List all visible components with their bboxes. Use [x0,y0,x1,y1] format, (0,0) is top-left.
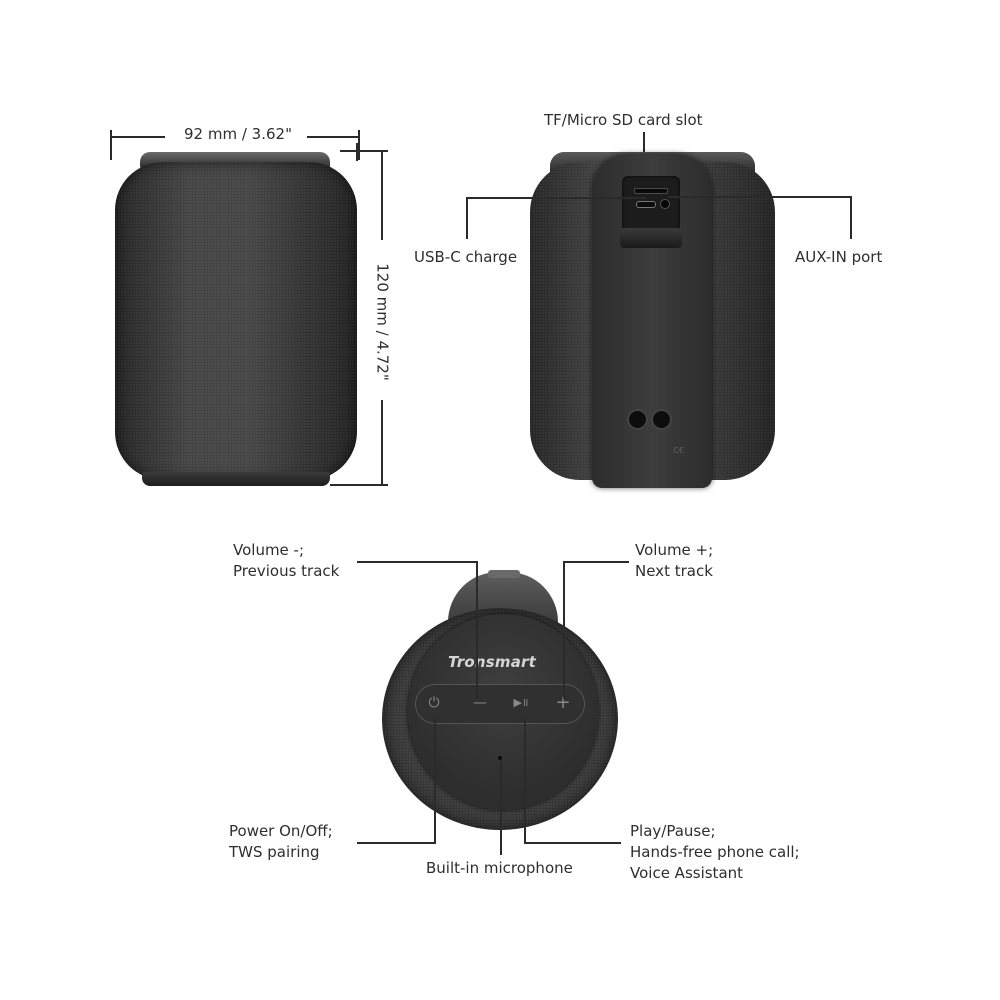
volume-down-button[interactable]: — [468,692,492,714]
power-leader-horizontal [357,842,436,844]
callout-volume-down-line2: Previous track [233,562,340,580]
play-pause-leader-vertical [524,718,526,843]
minus-icon: — [473,695,487,711]
brand-logo: Tronsmart [448,653,537,671]
play-pause-leader-horizontal [524,842,621,844]
power-icon: ⏻ [428,695,440,711]
callout-volume-down-line1: Volume -; [233,541,305,559]
callout-volume-up-line1: Volume +; [635,541,714,559]
aux-in-port-icon [660,199,670,209]
volume-down-leader-vertical [476,561,478,699]
width-dimension-line-right [307,136,359,138]
play-pause-icon: ▶॥ [513,696,529,709]
microphone-hole [498,756,502,760]
callout-play-pause-line2: Hands-free phone call; [630,843,800,861]
callout-power-line2: TWS pairing [229,843,320,861]
power-leader-vertical [434,718,436,843]
height-dimension-label: 120 mm / 4.72" [373,263,392,381]
width-dimension-label: 92 mm / 3.62" [184,125,292,143]
ce-mark-icon: C€ [673,446,684,455]
callout-volume-up-line2: Next track [635,562,713,580]
volume-up-leader-vertical [563,561,565,699]
volume-down-leader-horizontal [357,561,478,563]
volume-up-leader-horizontal [563,561,629,563]
height-dimension-bottom-tick [330,484,388,486]
height-dimension-line-bottom [381,400,383,486]
callout-play-pause-line3: Voice Assistant [630,864,744,882]
callout-microphone: Built-in microphone [426,859,573,877]
play-pause-button[interactable]: ▶॥ [508,692,534,714]
callout-sd-slot: TF/Micro SD card slot [544,111,703,129]
mount-hole-right [653,411,670,428]
port-cover-flap [620,228,682,248]
usb-c-leader-vertical [466,197,468,239]
height-dimension-top-corner [356,143,358,161]
front-view: 92 mm / 3.62" [100,110,400,500]
strap-clip [488,570,520,578]
callout-usb-c: USB-C charge [414,248,518,266]
sd-card-slot-icon [634,188,668,194]
height-dimension-top-tick [340,150,388,152]
mount-hole-left [629,411,646,428]
aux-in-leader-vertical [850,196,852,239]
certification-marks: C€ [610,442,696,460]
back-view: C€ [530,150,775,490]
height-dimension-line-top [381,150,383,240]
width-dimension-line-left [110,136,165,138]
port-cover [620,176,682,248]
speaker-bottom-base [142,472,330,486]
callout-power-line1: Power On/Off; [229,822,333,840]
usb-c-leader-horizontal [466,197,646,199]
volume-up-button[interactable]: + [552,692,574,714]
power-button[interactable]: ⏻ [424,692,444,714]
speaker-front-body [115,162,357,480]
width-dimension-left-tick [110,130,112,160]
callout-play-pause-line1: Play/Pause; [630,822,716,840]
aux-in-leader-horizontal [668,196,852,198]
width-dimension-right-tick [358,130,360,160]
plus-icon: + [555,692,571,713]
microphone-leader-vertical [500,760,502,855]
callout-aux-in: AUX-IN port [795,248,883,266]
usb-c-port-icon [636,201,656,208]
button-strip [415,684,585,724]
